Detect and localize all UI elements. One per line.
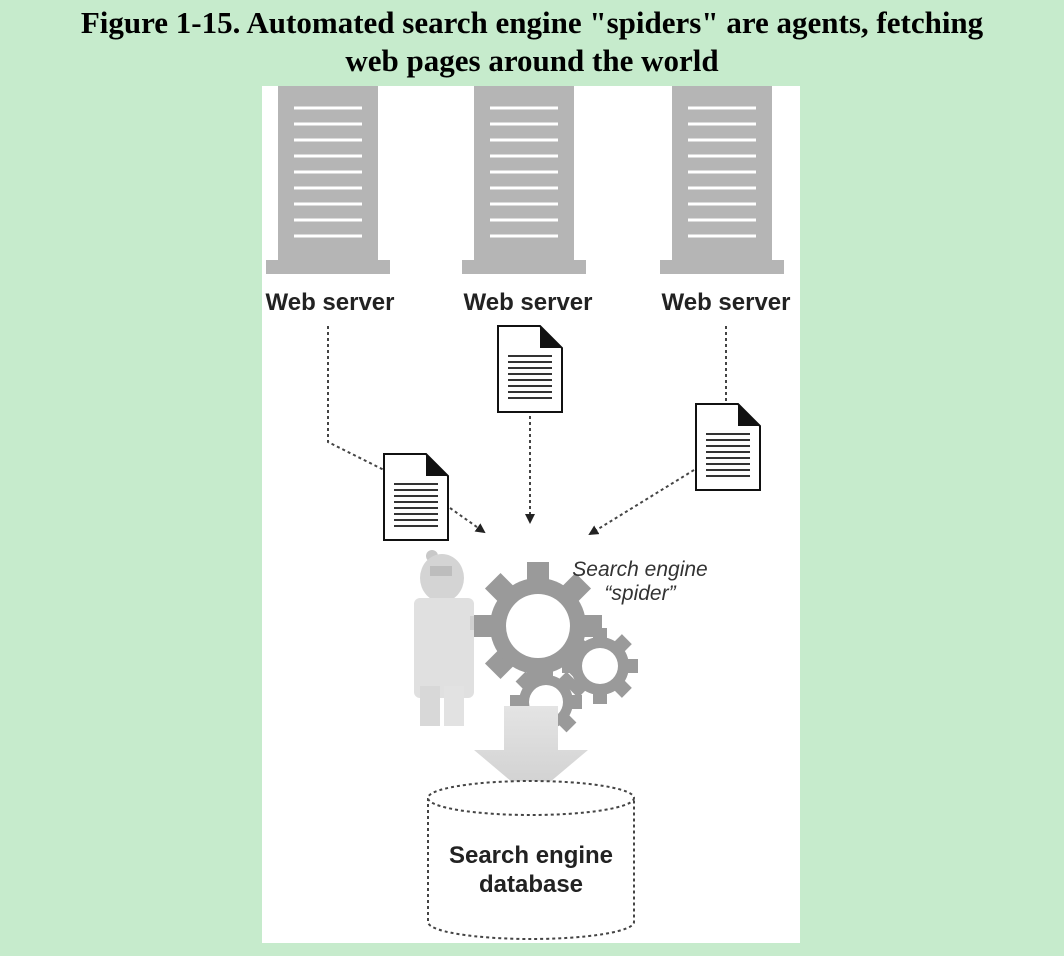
web-server-3-icon [658, 86, 786, 276]
caption-line-2: web pages around the world [345, 43, 719, 78]
connector-left [327, 326, 385, 471]
web-server-2-label: Web server [464, 289, 593, 316]
web-server-3-label: Web server [662, 289, 791, 316]
spider-label-line-2: “spider” [604, 582, 676, 605]
database-icon [427, 780, 635, 940]
gear-medium-icon [562, 628, 638, 704]
down-arrow-icon [474, 706, 588, 798]
database-label-line-1: Search engine [449, 842, 613, 869]
diagram-panel: Web server Web server Web server [262, 86, 800, 943]
robot-spider-icon [414, 550, 492, 726]
connector-left-arrow [449, 507, 486, 534]
connector-right-arrow [588, 469, 695, 536]
database-label-line-2: database [479, 871, 583, 898]
caption-line-1: Figure 1-15. Automated search engine "sp… [80, 5, 984, 40]
web-server-2-icon [460, 86, 588, 276]
diagram-svg: Web server Web server Web server [264, 86, 791, 940]
web-page-doc-right-icon [695, 403, 761, 491]
spider-label-line-1: Search engine [572, 558, 707, 581]
web-page-doc-left-icon [383, 453, 449, 541]
web-server-1-icon [264, 86, 392, 276]
figure-caption: Figure 1-15. Automated search engine "sp… [0, 0, 1064, 80]
web-page-doc-center-icon [497, 325, 563, 413]
gear-large-icon [474, 562, 602, 690]
web-server-1-label: Web server [266, 289, 395, 316]
